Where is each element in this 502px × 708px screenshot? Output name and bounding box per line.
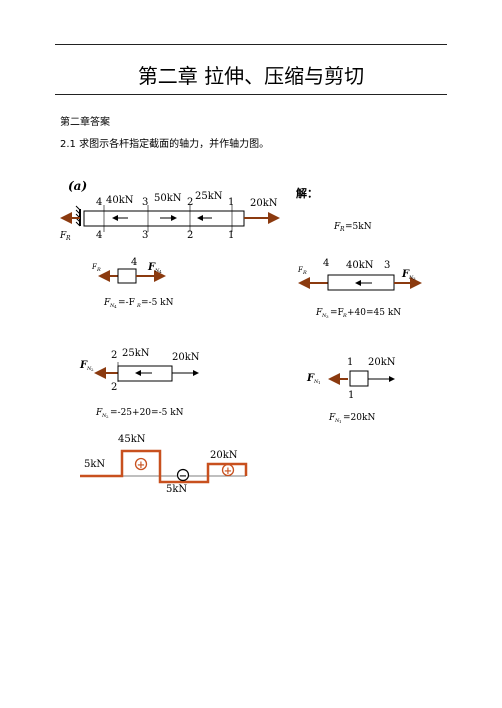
section-1-bottom: 1	[228, 230, 234, 241]
fbd3-eq-left: =F	[330, 308, 344, 318]
fbd1-eq-n: N	[334, 418, 340, 424]
fbd3-eq-n: N	[321, 313, 327, 319]
fbd2-fn-idx: 2	[91, 367, 94, 372]
section-heading: 第二章答案	[60, 117, 110, 128]
section-2-bottom: 2	[187, 230, 193, 241]
fbd2-eq-idx: 2	[106, 414, 109, 419]
fr-eq-value: =5kN	[345, 222, 372, 232]
fbd2-eq-n: N	[101, 413, 107, 419]
fbd1-eq: =20kN	[343, 413, 375, 423]
fbd4-eq-right: =-5 kN	[141, 298, 174, 308]
figure-a-label: (a)	[68, 179, 87, 193]
fbd4-fn-n: N	[154, 268, 160, 274]
fbd2-load-25: 25kN	[122, 348, 150, 359]
section-4-bottom: 4	[96, 230, 102, 241]
header-rule-bottom	[55, 94, 447, 95]
fbd4-fr-sub: R	[96, 267, 101, 273]
fbd1-eq-f: F	[328, 413, 336, 423]
fbd3-fn: F	[401, 269, 410, 280]
problem-statement: 2.1 求图示各杆指定截面的轴力，并作轴力图。	[60, 139, 270, 150]
fbd4-block	[117, 268, 137, 284]
section-2-top: 2	[187, 197, 193, 208]
fbd3-eq-idx: 3	[326, 314, 329, 319]
fbd1-block	[349, 370, 369, 387]
fbd3-cut-4: 4	[323, 258, 329, 269]
fbd3-eq-f: F	[315, 308, 323, 318]
fbd1-cut-bottom: 1	[348, 390, 354, 401]
fbd4-eq-n: N	[109, 303, 115, 309]
fbd2-eq-f: F	[95, 408, 103, 418]
diagram-value-5kn-left: 5kN	[84, 459, 105, 470]
fbd3-fn-idx: 3	[413, 276, 416, 281]
fbd2-eq: =-25+20=-5 kN	[110, 408, 184, 418]
fr-eq-f: F	[333, 222, 341, 232]
fbd4-eq-left: =-F	[118, 298, 135, 308]
fbd3-fn-n: N	[408, 275, 414, 281]
load-20kn: 20kN	[250, 198, 278, 209]
plus-sign-1-glyph: +	[137, 460, 145, 471]
diagram-outline	[80, 449, 248, 484]
load-40kn: 40kN	[106, 195, 134, 206]
fbd1-fn-idx: 1	[318, 380, 321, 385]
section-3-bottom: 3	[142, 230, 148, 241]
section-3-top: 3	[142, 197, 148, 208]
plus-sign-2-glyph: +	[224, 466, 232, 477]
section-4-top: 4	[96, 197, 102, 208]
diagram-value-20kn: 20kN	[210, 450, 238, 461]
fbd1-cut-top: 1	[347, 357, 353, 368]
load-25kn: 25kN	[195, 191, 223, 202]
header-rule-top	[55, 44, 447, 45]
fbd3-fr: F	[297, 266, 304, 274]
diagram-value-45kn: 45kN	[118, 434, 146, 445]
fbd3-eq-right: +40=45 kN	[347, 308, 401, 318]
chapter-title: 第二章 拉伸、压缩与剪切	[137, 64, 365, 88]
fbd4-fn: F	[147, 262, 156, 273]
fbd3-eq-r: R	[342, 313, 347, 319]
load-50kn: 50kN	[154, 193, 182, 204]
fbd3-load: 40kN	[346, 260, 374, 271]
plus-sign-1	[134, 457, 148, 471]
fbd2-cut-top: 2	[111, 350, 117, 361]
fbd3-cut-3: 3	[384, 260, 390, 271]
reaction-label-sub: R	[65, 235, 71, 242]
minus-sign	[176, 468, 190, 482]
fr-eq-sub: R	[339, 226, 345, 233]
fbd4-eq-f: F	[103, 298, 111, 308]
fbd2-fn-n: N	[86, 366, 92, 372]
fbd1-fn: F	[306, 373, 315, 384]
fixed-support	[75, 205, 81, 227]
fbd1-load: 20kN	[368, 357, 396, 368]
fbd2-cut-bottom: 2	[111, 382, 117, 393]
solution-label: 解：	[296, 186, 318, 200]
plus-sign-2	[221, 463, 235, 477]
diagram-value-5kn-neg: 5kN	[166, 484, 187, 495]
fbd4-fr: F	[91, 263, 98, 271]
fbd2-fn: F	[79, 360, 88, 371]
fbd4-cut: 4	[131, 257, 137, 268]
axial-force-diagram: 45kN 5kN 5kN 20kN + − +	[80, 434, 248, 495]
fbd2-load-20: 20kN	[172, 352, 200, 363]
reaction-label: F	[59, 231, 67, 241]
fbd4-eq-r: R	[136, 303, 141, 309]
section-1-top: 1	[228, 197, 234, 208]
fbd4-fn-idx: 4	[159, 269, 162, 274]
fbd3-fr-sub: R	[302, 270, 307, 276]
minus-sign-glyph: −	[179, 471, 187, 482]
fbd1-fn-n: N	[313, 379, 319, 385]
fbd4-eq-idx: 4	[114, 304, 117, 309]
fbd1-eq-idx: 1	[339, 419, 342, 424]
